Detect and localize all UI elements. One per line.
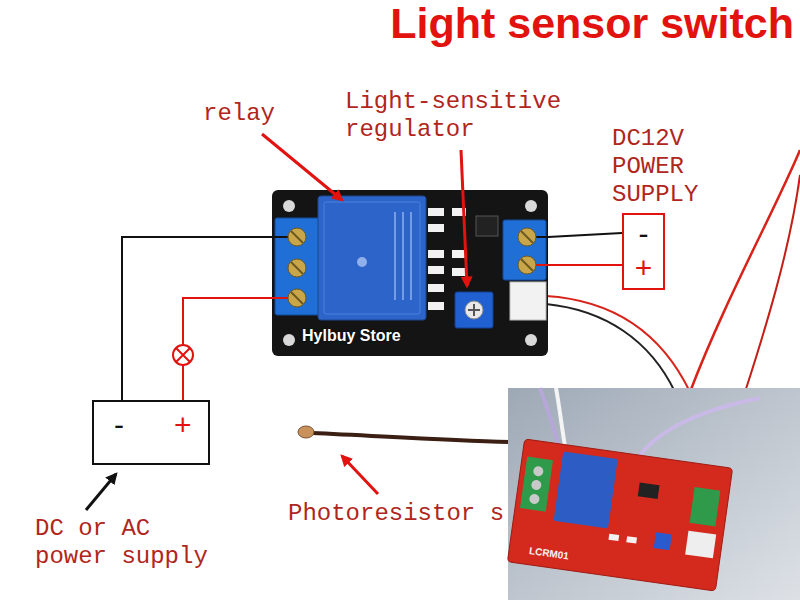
part-label: DC or AC power supply — [35, 515, 217, 571]
photo-ground — [508, 388, 800, 600]
cable-wire — [546, 304, 675, 392]
watermark: Hylbuy Store — [302, 326, 578, 346]
wire — [183, 298, 272, 400]
inset-board — [507, 439, 732, 591]
cable-wire — [745, 175, 800, 392]
mounting-hole — [525, 334, 537, 346]
terminal-screws — [288, 228, 536, 307]
potentiometer-slot — [468, 304, 480, 316]
terminal-block — [275, 218, 320, 315]
smd-part — [428, 284, 444, 292]
smd-part — [428, 224, 444, 232]
pcb-board — [507, 439, 732, 591]
ic-chip — [476, 216, 498, 236]
lamp-cross — [176, 348, 190, 362]
mounting-hole — [525, 200, 537, 212]
terminal-block — [520, 457, 553, 512]
potentiometer-knob — [465, 301, 483, 319]
ic-chip — [638, 482, 660, 499]
potentiometer — [455, 292, 493, 328]
smd-part — [428, 266, 444, 274]
terminal-block — [690, 487, 721, 526]
part-label: relay — [203, 100, 275, 128]
relay-edge — [324, 202, 420, 314]
pointer-arrow — [262, 134, 342, 200]
supply-terminal-box: -+ — [622, 213, 665, 290]
screw — [531, 479, 542, 490]
wire — [548, 233, 622, 237]
screw — [529, 493, 540, 504]
cable-wire — [546, 296, 690, 392]
pointer-arrow — [86, 474, 116, 510]
polarity-sign: + — [174, 408, 192, 442]
pointer-arrow — [461, 150, 467, 286]
part-label: Photoresistor s — [288, 500, 504, 528]
smd-part — [626, 536, 637, 543]
relay-body — [318, 196, 426, 320]
battery: -+ — [92, 400, 210, 465]
sensor-cable — [640, 398, 760, 455]
lamp-symbol — [173, 345, 193, 365]
diagram-title: Light sensor switch — [390, 0, 794, 48]
mounting-hole — [283, 334, 295, 346]
smd-part — [452, 250, 466, 258]
wire-connector — [510, 282, 546, 320]
relay-print — [395, 212, 411, 300]
potentiometer — [654, 532, 672, 550]
part-label: Light-sensitive regulator — [345, 88, 570, 144]
supply-heading: DC12V POWER SUPPLY — [612, 125, 712, 209]
sensor-cable — [312, 433, 510, 442]
smd-part — [428, 302, 444, 310]
wire — [122, 237, 272, 400]
relay-logo — [357, 257, 367, 267]
smd-part — [608, 534, 619, 541]
inset-photo — [507, 388, 800, 600]
relay-module: Hylbuy Store — [272, 190, 548, 356]
polarity-sign: - — [624, 217, 663, 251]
mounting-hole — [283, 200, 295, 212]
screw — [533, 466, 544, 477]
smd-part — [428, 250, 444, 258]
pointer-arrow — [342, 456, 378, 494]
smd-part — [428, 208, 444, 216]
relay-body — [554, 451, 618, 528]
polarity-sign: - — [114, 408, 124, 442]
screw-slot — [291, 231, 533, 304]
photoresistor — [298, 426, 314, 438]
power-supply: DC12V POWER SUPPLY-+ — [612, 125, 722, 290]
smd-part — [452, 268, 466, 276]
cable-wire — [690, 150, 800, 392]
terminal-block — [503, 220, 546, 280]
polarity-sign: + — [624, 251, 663, 285]
sensor-cable — [556, 388, 566, 452]
wire — [548, 264, 622, 266]
wire-connector — [685, 531, 716, 559]
